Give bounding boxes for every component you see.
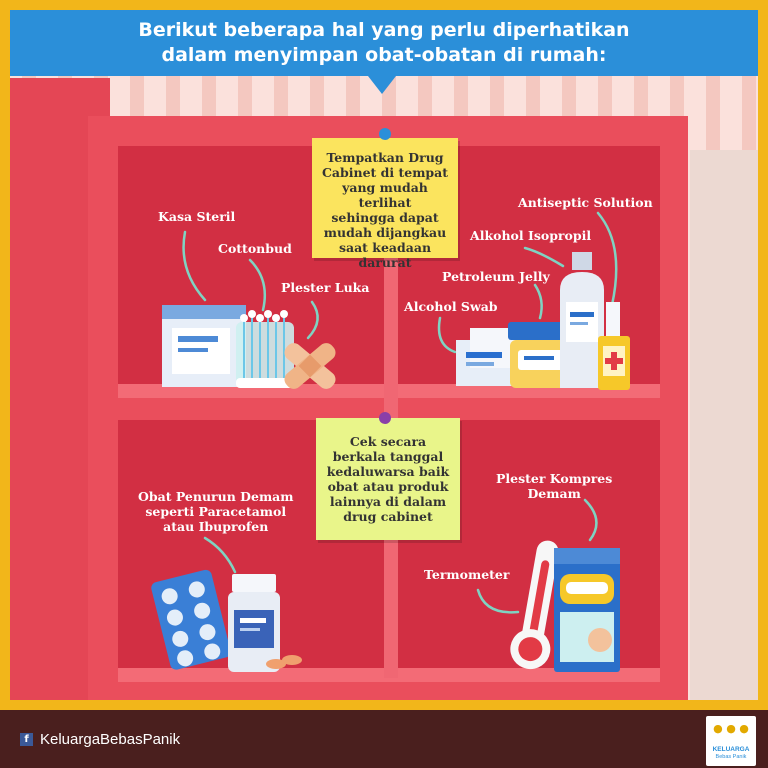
- banner-line-1: Berikut beberapa hal yang perlu diperhat…: [138, 19, 630, 41]
- label-antiseptic-solution: Antiseptic Solution: [518, 195, 653, 210]
- plester-kompres-box: [554, 548, 620, 672]
- brand-logo: ● ● ● KELUARGA Bebas Panik: [706, 716, 756, 766]
- label-obat-penurun-demam: Obat Penurun Demam seperti Paracetamol a…: [138, 489, 294, 534]
- note-placement-line: yang mudah terlihat: [342, 180, 428, 210]
- cabinet-divider: [384, 146, 398, 678]
- alkohol-isopropil-bottle: [560, 252, 604, 388]
- cabinet-items: [151, 211, 630, 672]
- line-termometer: [476, 588, 520, 614]
- label-termometer: Termometer: [424, 567, 510, 582]
- facebook-icon: f: [20, 733, 33, 746]
- kasa-steril-box: [162, 305, 246, 387]
- line-plester-kompres: [583, 498, 598, 542]
- label-obat-demam-line: atau Ibuprofen: [163, 519, 269, 534]
- logo-text-keluarga: KELUARGA: [712, 746, 750, 753]
- pin-purple: [379, 412, 391, 424]
- note-expiry-line: obat atau produk: [327, 479, 449, 494]
- line-antiseptic: [596, 211, 618, 307]
- plester-luka: [284, 343, 336, 389]
- note-placement-line: sehingga dapat: [331, 210, 439, 225]
- facebook-handle: KeluargaBebasPanik: [40, 731, 181, 748]
- note-expiry-line: Cek secara: [349, 434, 427, 449]
- pill-bottle: [228, 574, 280, 672]
- label-plester-kompres-line: Plester Kompres: [496, 471, 613, 486]
- label-plester-kompres-line: Demam: [527, 486, 581, 501]
- line-alcohol-swab: [437, 316, 457, 354]
- note-expiry-line: kedaluwarsa baik: [326, 464, 450, 479]
- label-obat-demam-line: Obat Penurun Demam: [138, 489, 294, 504]
- label-alcohol-swab: Alcohol Swab: [404, 299, 498, 314]
- frame-left: [0, 0, 10, 710]
- petroleum-jelly-jar: [508, 322, 574, 388]
- pin-blue: [379, 128, 391, 140]
- note-placement-line: Tempatkan Drug: [326, 150, 444, 165]
- note-placement-line: darurat: [358, 255, 412, 270]
- note-placement-line: Cabinet di tempat: [321, 165, 449, 180]
- bee-icon: ● ● ●: [713, 722, 749, 735]
- alcohol-swab: [456, 328, 516, 386]
- frame-right: [758, 0, 768, 710]
- thermometer: [510, 540, 559, 670]
- floor: [0, 700, 768, 710]
- footer-bar: [0, 710, 768, 768]
- blister-pack: [151, 569, 231, 670]
- label-plester-kompres-demam: Plester Kompres Demam: [496, 471, 612, 501]
- note-expiry: Cek secara berkala tanggal kedaluwarsa b…: [316, 418, 460, 540]
- line-petroleum: [533, 283, 543, 320]
- banner-line-2: dalam menyimpan obat-obatan di rumah:: [161, 44, 607, 66]
- line-kasa-steril: [182, 230, 207, 302]
- label-plester-luka: Plester Luka: [281, 280, 370, 295]
- label-petroleum-jelly: Petroleum Jelly: [442, 269, 550, 284]
- note-expiry-line: drug cabinet: [343, 509, 433, 524]
- header-banner: Berikut beberapa hal yang perlu diperhat…: [10, 10, 758, 76]
- frame-top: [0, 0, 768, 10]
- label-cottonbud: Cottonbud: [218, 241, 292, 256]
- line-obat-demam: [203, 536, 237, 574]
- label-kasa-steril: Kasa Steril: [158, 209, 236, 224]
- banner-pointer: [368, 76, 396, 94]
- line-plester-luka: [306, 300, 319, 340]
- wall-shadow: [690, 150, 758, 710]
- label-obat-demam-line: seperti Paracetamol: [145, 504, 287, 519]
- note-placement-line: saat keadaan: [338, 240, 432, 255]
- line-cottonbud: [248, 258, 267, 312]
- label-alkohol-isopropil: Alkohol Isopropil: [470, 228, 592, 243]
- note-placement: Tempatkan Drug Cabinet di tempat yang mu…: [312, 138, 458, 270]
- cottonbud-jar: [236, 310, 294, 388]
- line-alkohol: [523, 246, 565, 268]
- logo-text-bebas-panik: Bebas Panik: [715, 754, 747, 760]
- antiseptic-solution-bottle: [598, 302, 630, 390]
- note-expiry-line: lainnya di dalam: [329, 494, 447, 509]
- note-placement-line: mudah dijangkau: [323, 225, 447, 240]
- tablets: [266, 655, 302, 669]
- note-expiry-line: berkala tanggal: [332, 449, 444, 464]
